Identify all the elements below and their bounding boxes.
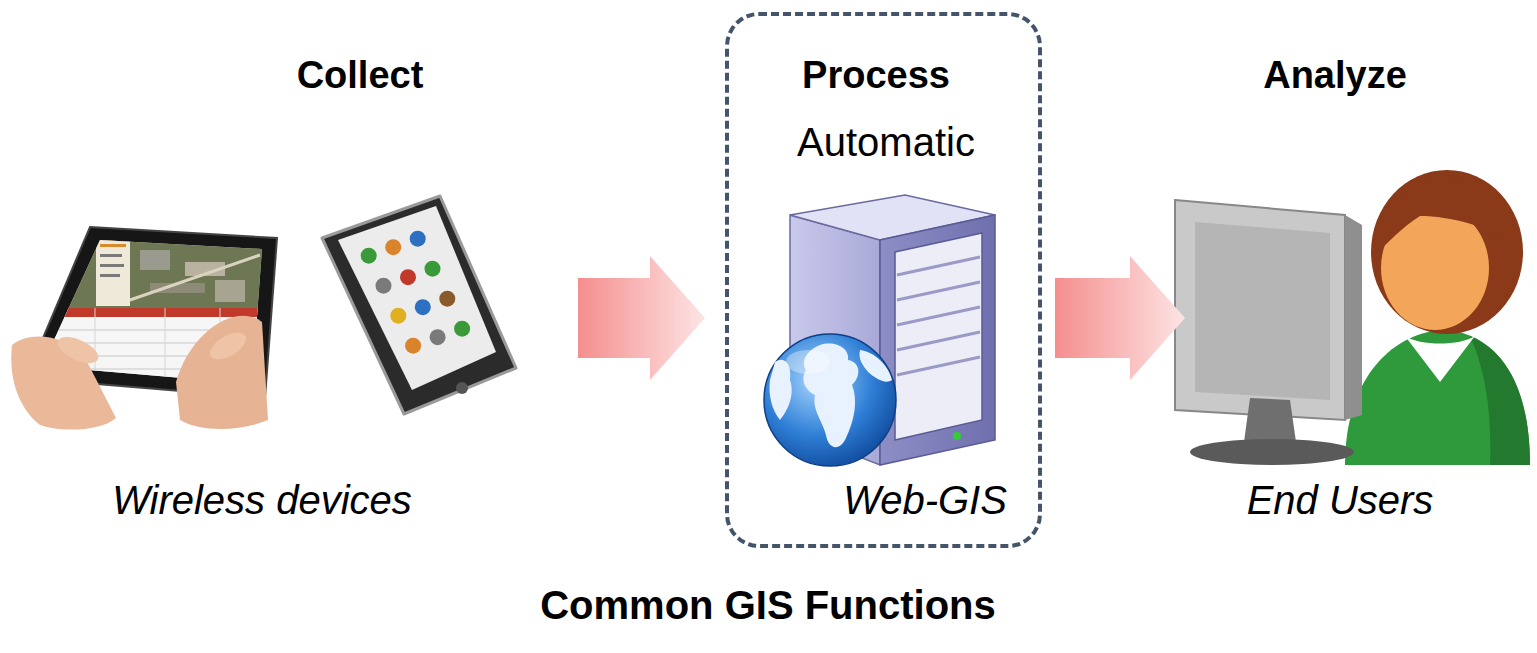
server-illustration [897,282,980,300]
phone-illustration [456,382,468,394]
server-illustration [764,334,896,466]
tablet-illustration [40,232,270,308]
stage-heading: Analyze [1195,53,1475,99]
phone-illustration [361,248,377,264]
user-illustration [1470,336,1530,465]
server-illustration [895,233,982,440]
tablet-illustration [130,255,260,300]
user-illustration [1345,330,1530,465]
phone-illustration [430,329,446,345]
user-illustration [1175,200,1345,420]
server-illustration [897,307,980,325]
tablet-illustration [100,244,126,247]
server-illustration [764,195,995,466]
collect-group: CollectWireless devices [0,0,575,560]
tablet-illustration [165,308,166,398]
phone-illustration [322,196,516,414]
user-illustration [1371,170,1523,334]
tablet-illustration [30,308,270,317]
server-illustration [769,360,791,420]
phone-illustration [322,196,516,414]
server-illustration [897,257,980,275]
user-illustration [1175,170,1530,465]
stage-heading: Process [736,53,1016,99]
tablet-illustration [11,227,277,430]
user-illustration [1244,398,1296,442]
process-box: ProcessAutomaticWeb-GIS [725,12,1042,548]
tablet-illustration [215,280,245,302]
tablet-illustration [100,254,122,257]
server-illustration [786,350,830,374]
server-illustration [897,332,980,350]
phone-illustration [405,338,421,354]
tablet-illustration [206,327,251,364]
block-arrow [578,256,705,380]
stage-caption: Web-GIS [815,476,1035,524]
phone-illustration [439,291,455,307]
phone-illustration [425,261,441,277]
server-illustration [859,350,892,382]
tablet-illustration [54,332,102,369]
user-illustration [1405,336,1475,382]
server-illustration [953,432,961,440]
server-illustration [880,215,995,465]
block-arrow [1055,256,1185,380]
user-illustration [1345,215,1362,420]
phone-illustration [400,269,416,285]
tablet-illustration [100,264,124,267]
phone-illustration [390,308,406,324]
user-illustration [1378,181,1516,252]
server-illustration [897,357,980,375]
phone-illustration [410,231,426,247]
phone-illustration [454,321,470,337]
stage-caption: Wireless devices [62,476,462,524]
phone-illustration [338,206,496,390]
stage-heading: Collect [210,53,510,99]
phone-illustration [376,278,392,294]
tablet-illustration [140,250,170,270]
tablet-illustration [100,274,120,277]
user-illustration [1195,222,1330,400]
phone-illustration [385,239,401,255]
stage-subheading: Automatic [746,118,1026,166]
stage-caption: End Users [1190,476,1490,524]
phone-illustration [415,299,431,315]
user-illustration [1190,439,1354,465]
tablet-illustration [96,236,130,306]
analyze-group: AnalyzeEnd Users [1188,0,1537,560]
diagram-title: Common GIS Functions [388,581,1148,629]
tablet-illustration [176,316,268,429]
